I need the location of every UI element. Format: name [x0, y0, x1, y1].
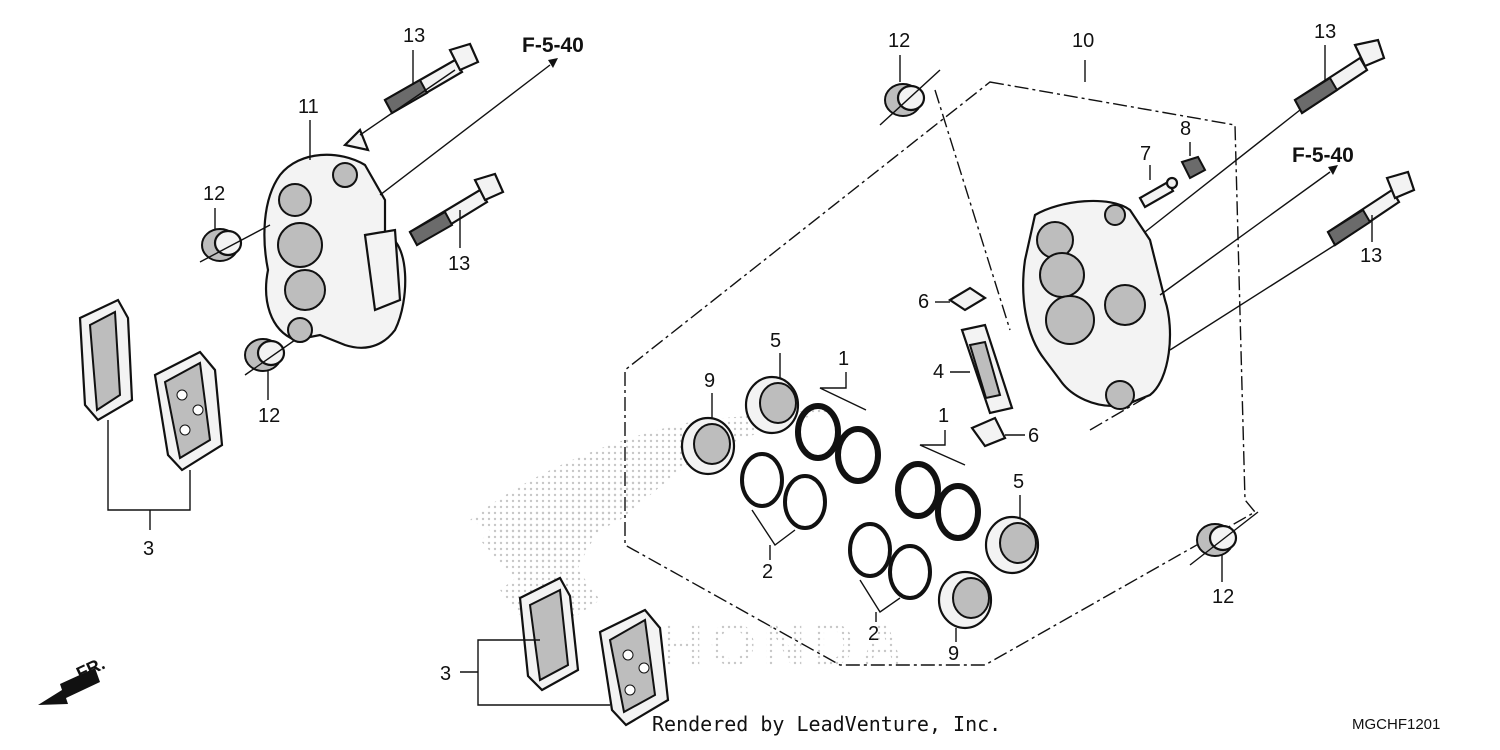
callout-11: 11	[298, 96, 319, 118]
callout-9-b: 9	[948, 643, 959, 665]
right-bushing-top	[884, 83, 926, 117]
bleeder-screw	[1138, 176, 1179, 209]
seal-2-upper-b	[783, 474, 827, 530]
right-caliper	[1022, 199, 1172, 410]
callout-7: 7	[1140, 143, 1151, 165]
callout-10: 10	[1072, 30, 1094, 52]
bottom-brake-pad-a	[518, 576, 580, 692]
left-mid-bolt	[408, 172, 505, 247]
pad-retainer-top	[947, 286, 988, 312]
ref-f-5-40-left: F-5-40	[522, 34, 584, 57]
callout-9-a: 9	[704, 370, 715, 392]
callout-3-left: 3	[143, 538, 154, 560]
callout-13-top-left: 13	[403, 25, 425, 47]
callout-2-a: 2	[762, 561, 773, 583]
callout-1-a: 1	[838, 348, 849, 370]
seal-1-upper-a	[795, 403, 841, 461]
callout-12-bottom-right: 12	[1212, 586, 1234, 608]
left-brake-pad-a	[78, 298, 134, 422]
callout-12-left-b: 12	[258, 405, 280, 427]
front-direction-arrow-icon: FR.	[38, 653, 108, 705]
callout-13-top-right: 13	[1314, 21, 1336, 43]
callout-13-mid-left: 13	[448, 253, 470, 275]
right-top-bolt	[1293, 38, 1386, 115]
callout-1-b: 1	[938, 405, 949, 427]
piston-5-upper	[744, 375, 800, 435]
seal-1-upper-b	[835, 426, 881, 484]
bottom-brake-pad-b	[598, 608, 670, 727]
callout-5-a: 5	[770, 330, 781, 352]
seal-1-lower-b	[935, 483, 981, 541]
right-mid-bolt	[1326, 170, 1416, 247]
honda-watermark-text: HONDA	[660, 611, 910, 678]
seal-2-lower-b	[888, 544, 932, 600]
callout-2-b: 2	[868, 623, 879, 645]
pad-spring	[960, 323, 1014, 415]
left-bushing-b	[244, 338, 286, 372]
left-caliper	[263, 128, 407, 349]
piston-9-upper	[680, 416, 736, 476]
assembly-10-boundary	[624, 60, 1257, 666]
left-top-bolt	[383, 42, 480, 115]
callout-12-left-a: 12	[203, 183, 225, 205]
callout-12-top-right: 12	[888, 30, 910, 52]
piston-5-lower	[984, 515, 1040, 575]
seal-2-upper-a	[740, 452, 784, 508]
right-bushing-bottom	[1196, 523, 1238, 557]
left-bushing-a	[201, 228, 243, 262]
seal-1-lower-a	[895, 461, 941, 519]
diagram-code: MGCHF1201	[1352, 716, 1441, 733]
piston-9-lower	[937, 570, 993, 630]
ref-f-5-40-right: F-5-40	[1292, 144, 1354, 167]
left-brake-pad-b	[153, 350, 224, 472]
callout-6-a: 6	[918, 291, 929, 313]
callout-3-bottom: 3	[440, 663, 451, 685]
seal-2-lower-a	[848, 522, 892, 578]
callout-13-mid-right: 13	[1360, 245, 1382, 267]
callout-5-b: 5	[1013, 471, 1024, 493]
callout-4: 4	[933, 361, 944, 383]
callout-6-b: 6	[1028, 425, 1039, 447]
callout-8: 8	[1180, 118, 1191, 140]
rendered-by-credit: Rendered by LeadVenture, Inc.	[652, 712, 1002, 736]
pad-retainer-bottom	[970, 416, 1007, 448]
bleeder-cap	[1180, 155, 1207, 180]
